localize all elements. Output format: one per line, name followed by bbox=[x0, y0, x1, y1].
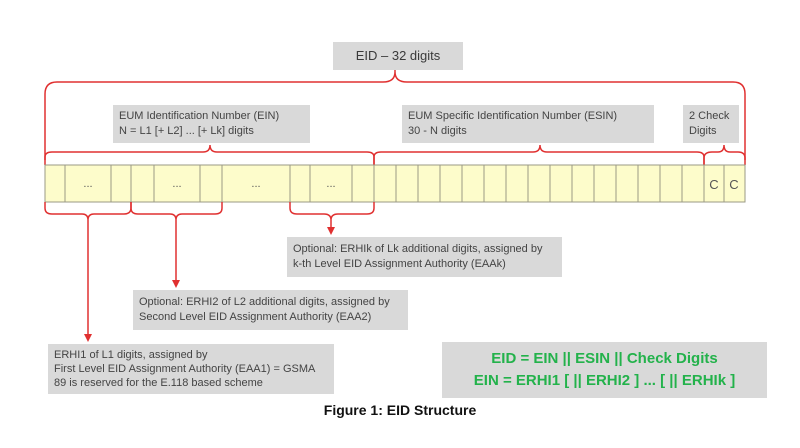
eid-title-box: EID – 32 digits bbox=[333, 42, 463, 70]
digit-cell bbox=[395, 164, 419, 203]
esin-label-box: EUM Specific Identification Number (ESIN… bbox=[402, 105, 654, 143]
erhi2-note-box: Optional: ERHI2 of L2 additional digits,… bbox=[133, 290, 408, 330]
ellipsis-middle: ... bbox=[251, 178, 260, 190]
eid-title: EID – 32 digits bbox=[355, 48, 441, 63]
digit-cell bbox=[44, 164, 66, 203]
check-label-line2: Digits bbox=[689, 125, 717, 137]
check-digit-c2: C bbox=[729, 177, 738, 192]
digit-cell bbox=[221, 164, 291, 203]
digit-cell bbox=[373, 164, 397, 203]
ein-label-box: EUM Identification Number (EIN) N = L1 [… bbox=[113, 105, 310, 143]
digit-cell bbox=[505, 164, 529, 203]
erhi1-note-line2: First Level EID Assignment Authority (EA… bbox=[54, 363, 316, 375]
digit-cell bbox=[199, 164, 223, 203]
digit-cell bbox=[351, 164, 375, 203]
digit-cell bbox=[130, 164, 155, 203]
digit-cell bbox=[461, 164, 485, 203]
erhi2-note-line2: Second Level EID Assignment Authority (E… bbox=[139, 311, 372, 323]
erhi1-brace bbox=[44, 202, 132, 221]
digit-cell bbox=[417, 164, 441, 203]
digit-cell bbox=[637, 164, 661, 203]
erhik-note-line1: Optional: ERHIk of Lk additional digits,… bbox=[293, 243, 543, 255]
erhik-note-line2: k-th Level EID Assignment Authority (EAA… bbox=[293, 258, 506, 270]
erhi2-note-line1: Optional: ERHI2 of L2 additional digits,… bbox=[139, 296, 390, 308]
check-label-line1: 2 Check bbox=[689, 110, 730, 122]
digit-cell bbox=[289, 164, 311, 203]
check-digit-c1: C bbox=[709, 177, 718, 192]
digit-cell bbox=[110, 164, 132, 203]
check-digit-cell bbox=[723, 164, 746, 203]
ellipsis-ein2: ... bbox=[172, 178, 181, 190]
ein-label-line1: EUM Identification Number (EIN) bbox=[119, 110, 280, 122]
check-brace bbox=[703, 144, 746, 165]
digit-cell bbox=[439, 164, 463, 203]
erhi1-note-line1: ERHI1 of L1 digits, assigned by bbox=[54, 349, 208, 361]
erhi1-note-box: ERHI1 of L1 digits, assigned by First Le… bbox=[48, 344, 334, 394]
ein-brace bbox=[44, 144, 375, 165]
formula-box: EID = EIN || ESIN || Check Digits EIN = … bbox=[442, 342, 767, 398]
ellipsis-eink: ... bbox=[326, 178, 335, 190]
figure-caption: Figure 1: EID Structure bbox=[323, 402, 477, 418]
digit-strip: ... ... ... ... C C bbox=[44, 164, 746, 203]
digit-cell bbox=[681, 164, 705, 203]
digit-cell bbox=[483, 164, 507, 203]
erhik-note-box: Optional: ERHIk of Lk additional digits,… bbox=[287, 237, 562, 277]
check-digits-label-box: 2 Check Digits bbox=[683, 105, 739, 143]
digit-cell bbox=[527, 164, 551, 203]
eid-brace bbox=[44, 71, 746, 160]
esin-brace bbox=[373, 144, 705, 165]
digit-cell bbox=[64, 164, 112, 203]
digit-cell bbox=[571, 164, 595, 203]
digit-cell bbox=[593, 164, 617, 203]
digit-cell bbox=[615, 164, 639, 203]
digit-cell bbox=[659, 164, 683, 203]
erhi1-note-line3: 89 is reserved for the E.118 based schem… bbox=[54, 377, 263, 389]
digit-cell bbox=[549, 164, 573, 203]
digit-cell bbox=[153, 164, 201, 203]
ein-label-line2: N = L1 [+ L2] ... [+ Lk] digits bbox=[119, 125, 254, 137]
erhi2-brace bbox=[130, 202, 223, 221]
ellipsis-ein1: ... bbox=[83, 178, 92, 190]
formula-line2: EIN = ERHI1 [ || ERHI2 ] ... [ || ERHIk … bbox=[473, 372, 736, 389]
erhik-brace bbox=[289, 202, 375, 221]
esin-label-line1: EUM Specific Identification Number (ESIN… bbox=[408, 110, 618, 122]
esin-label-line2: 30 - N digits bbox=[408, 125, 467, 137]
formula-line1: EID = EIN || ESIN || Check Digits bbox=[491, 350, 718, 367]
